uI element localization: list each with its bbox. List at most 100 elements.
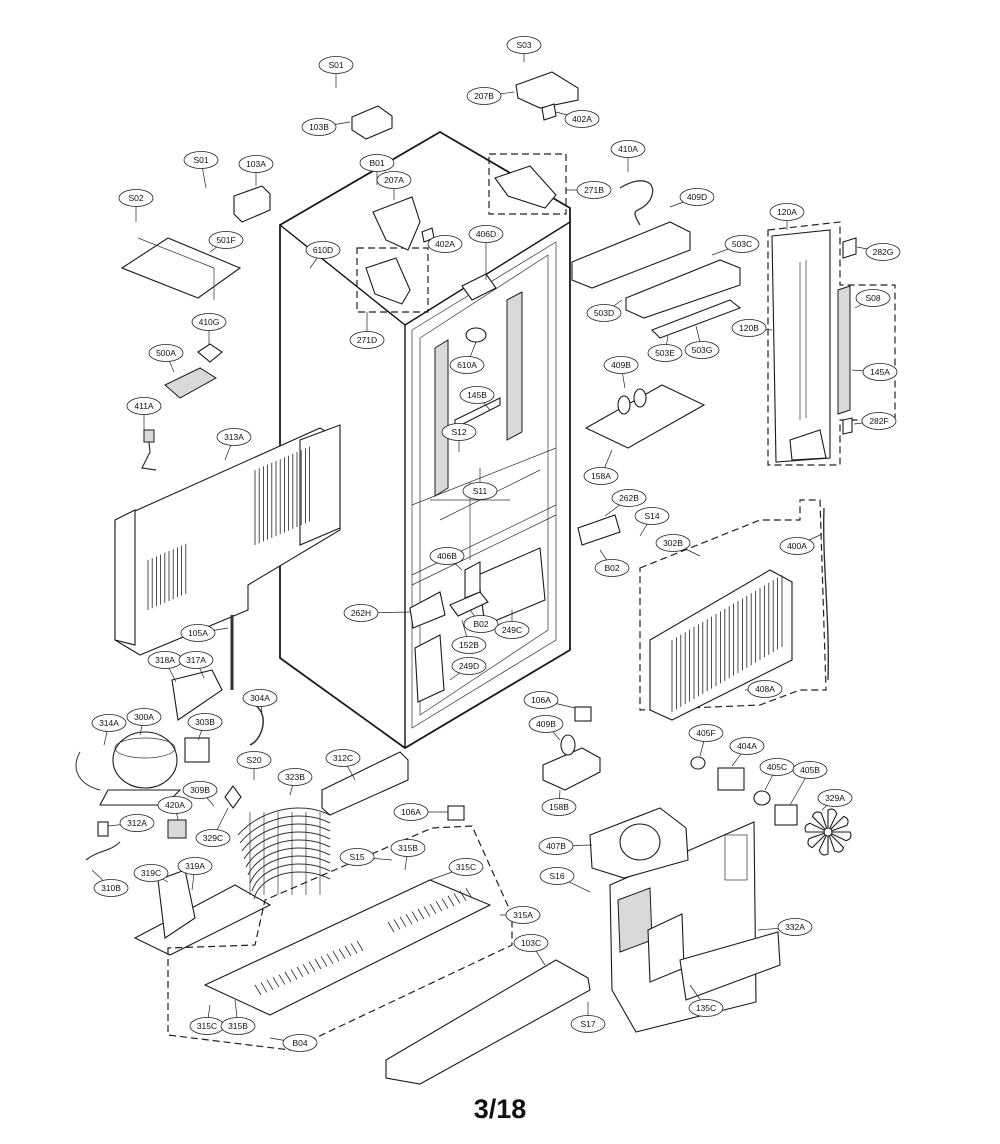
- callout-262h: 262H: [343, 604, 411, 622]
- callout-label: S12: [451, 427, 466, 437]
- callout-ellipse: [301, 118, 337, 136]
- callout-312a: 312A: [107, 814, 155, 832]
- callout-label: 103B: [309, 122, 329, 132]
- callout-label: 158B: [549, 802, 569, 812]
- callout-ellipse: [792, 761, 828, 779]
- callout-503c: 503C: [711, 235, 760, 256]
- callout-402ab: 402A: [427, 235, 463, 253]
- callout-label: 312A: [127, 818, 147, 828]
- callout-ellipse: [93, 879, 129, 897]
- callout-label: 319C: [141, 868, 161, 878]
- callout-label: 409D: [687, 192, 707, 202]
- callout-271b: 271B: [566, 181, 612, 199]
- callout-103c: 103C: [513, 934, 549, 966]
- page-number: 3/18: [473, 1094, 527, 1124]
- callout-313a: 313A: [216, 428, 252, 461]
- callout-329c: 329C: [195, 807, 231, 847]
- callout-label: S08: [865, 293, 880, 303]
- callout-158a: 158A: [583, 449, 619, 485]
- callout-b01: B01: [359, 154, 395, 185]
- callout-label: 106A: [401, 807, 421, 817]
- callout-label: 503C: [732, 239, 752, 249]
- callout-249c: 249C: [494, 610, 530, 639]
- callout-label: 420A: [165, 800, 185, 810]
- callout-ellipse: [855, 289, 891, 307]
- callout-262b: 262B: [604, 489, 647, 517]
- callout-label: 405B: [800, 765, 820, 775]
- callout-503g: 503G: [684, 325, 720, 359]
- callout-106ab: 106A: [393, 803, 448, 821]
- callout-label: B01: [369, 158, 384, 168]
- callout-label: 407B: [546, 841, 566, 851]
- callout-ellipse: [182, 781, 218, 799]
- callout-label: 408A: [755, 684, 775, 694]
- callout-ellipse: [861, 412, 897, 430]
- callout-label: 145B: [467, 390, 487, 400]
- callout-ellipse: [729, 737, 765, 755]
- callout-402aa: 402A: [555, 110, 600, 128]
- callout-410a: 410A: [610, 140, 646, 172]
- callout-label: 610A: [457, 360, 477, 370]
- callout-503e: 503E: [647, 335, 683, 362]
- callout-ellipse: [325, 749, 361, 767]
- callout-ellipse: [528, 715, 564, 733]
- callout-ellipse: [647, 344, 683, 362]
- callout-label: 329C: [203, 833, 223, 843]
- callout-label: 312C: [333, 753, 353, 763]
- callout-label: 318A: [155, 655, 175, 665]
- callout-315b: 315B: [390, 839, 426, 871]
- callout-ellipse: [177, 857, 213, 875]
- callout-ellipse: [603, 356, 639, 374]
- callout-ellipse: [724, 235, 760, 253]
- callout-label: S15: [349, 852, 364, 862]
- callout-b02a: B02: [594, 549, 630, 577]
- callout-ellipse: [468, 225, 504, 243]
- callout-420a: 420A: [157, 796, 193, 821]
- callout-label: S01: [193, 155, 208, 165]
- callout-282g: 282G: [856, 243, 901, 261]
- callout-409d: 409D: [669, 188, 715, 208]
- callout-319c: 319C: [133, 864, 169, 883]
- callout-411a: 411A: [126, 397, 162, 430]
- callout-610a: 610A: [449, 341, 485, 374]
- callout-ellipse: [429, 547, 465, 565]
- callout-b02b: B02: [463, 609, 499, 633]
- callout-ellipse: [349, 331, 385, 349]
- callout-ellipse: [494, 621, 530, 639]
- callout-ellipse: [449, 356, 485, 374]
- callout-103a: 103A: [238, 155, 274, 186]
- callout-label: 503E: [655, 348, 675, 358]
- callout-407b: 407B: [538, 837, 593, 855]
- callout-ellipse: [393, 803, 429, 821]
- callout-103b: 103B: [301, 118, 351, 136]
- callout-ellipse: [238, 155, 274, 173]
- callout-s01b: S01: [183, 151, 219, 189]
- evaporator-drawing: [639, 499, 830, 721]
- callout-ellipse: [541, 798, 577, 816]
- callout-ellipse: [282, 1034, 318, 1052]
- callout-ellipse: [119, 814, 155, 832]
- callout-label: 105A: [188, 628, 208, 638]
- callout-304a: 304A: [242, 689, 278, 713]
- callout-ellipse: [376, 171, 412, 189]
- callout-ellipse: [451, 657, 487, 675]
- callout-503d: 503D: [586, 299, 623, 322]
- callout-207a: 207A: [376, 171, 412, 200]
- callout-label: 317A: [186, 655, 206, 665]
- callout-ellipse: [688, 999, 724, 1017]
- callout-404a: 404A: [729, 737, 765, 767]
- callout-314a: 314A: [91, 714, 127, 746]
- callout-ellipse: [448, 858, 484, 876]
- callout-label: 500A: [156, 348, 176, 358]
- callout-ellipse: [513, 934, 549, 952]
- callout-ellipse: [610, 140, 646, 158]
- callout-ellipse: [583, 467, 619, 485]
- callout-ellipse: [180, 624, 216, 642]
- callout-ellipse: [451, 636, 487, 654]
- callout-label: 503D: [594, 308, 614, 318]
- callout-label: 332A: [785, 922, 805, 932]
- callout-label: 120A: [777, 207, 797, 217]
- callout-ellipse: [466, 87, 502, 105]
